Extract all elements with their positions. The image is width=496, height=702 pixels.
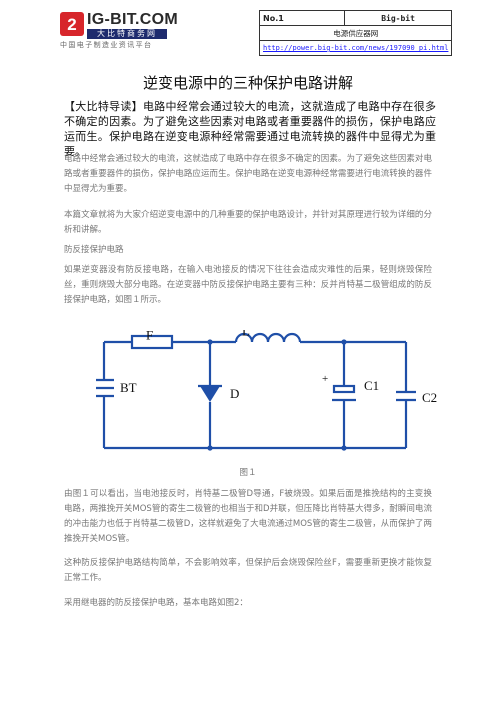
paragraph-tradeoff: 这种防反接保护电路结构简单，不会影响效率，但保护后会烧毁保险丝F，需要重新更换才… xyxy=(64,558,432,583)
diode-symbol xyxy=(200,386,220,402)
circuit-diagram: F L BT D C1 C2 + xyxy=(96,330,437,451)
label-c1: C1 xyxy=(364,378,379,393)
capacitor-plus-sign: + xyxy=(322,373,328,385)
label-bt: BT xyxy=(120,380,137,395)
paragraph-analysis: 由图１可以看出，当电池接反时，肖特基二极管D导通，F被烧毁。如果后面是推挽结构的… xyxy=(64,489,432,544)
label-d: D xyxy=(230,386,239,401)
paragraph-relay-intro: 采用继电器的防反接保护电路，基本电路如图2： xyxy=(64,598,248,608)
source-link[interactable]: http://power.big-bit.com/news/197090_pi.… xyxy=(258,40,453,56)
junction-dot xyxy=(341,339,347,345)
label-c2: C2 xyxy=(422,390,437,405)
paragraph-reverse-protection: 如果逆变器没有防反接电路，在输入电池接反的情况下往往会造成灾难性的后果，轻则烧毁… xyxy=(64,265,432,305)
header-info-table: No.1 Big-bit 电源供应器网 http://power.big-bit… xyxy=(258,10,453,56)
logo-title: IG-BIT.COM xyxy=(87,11,178,28)
page-header: 2 IG-BIT.COM 大比特商务网 中国电子制造业资讯平台 No.1 Big… xyxy=(60,10,453,56)
article-title: 逆变电源中的三种保护电路讲解 xyxy=(142,74,353,93)
junction-dot xyxy=(207,339,213,345)
logo-band: 大比特商务网 xyxy=(87,29,167,39)
label-f: F xyxy=(146,330,153,343)
inductor-symbol xyxy=(234,332,302,343)
logo-slogan: 中国电子制造业资讯平台 xyxy=(60,41,153,49)
junction-dot xyxy=(341,445,347,451)
site-logo[interactable]: 2 IG-BIT.COM 大比特商务网 中国电子制造业资讯平台 xyxy=(60,12,235,52)
doc-number: No.1 xyxy=(259,10,345,26)
provider-name: 电源供应器网 xyxy=(258,25,453,41)
svg-text:2: 2 xyxy=(67,15,76,34)
article-lead: 【大比特导读】电路中经常会通过较大的电流，这就造成了电路中存在很多不确定的因素。… xyxy=(64,100,436,158)
junction-dot xyxy=(207,445,213,451)
section-heading: 防反接保护电路 xyxy=(64,245,124,255)
label-l: L xyxy=(242,330,250,339)
logo-mark-icon: 2 xyxy=(60,12,84,36)
figure-caption: 图１ xyxy=(239,468,257,478)
capacitor-c1-plate xyxy=(332,384,356,394)
brand-name: Big-bit xyxy=(343,10,453,26)
paragraph-overview: 本篇文章就将为大家介绍逆变电源中的几种重要的保护电路设计，并针对其原理进行较为详… xyxy=(64,210,432,235)
paragraph-intro: 电路中经常会通过较大的电流，这就造成了电路中存在很多不确定的因素。为了避免这些因… xyxy=(64,154,432,194)
